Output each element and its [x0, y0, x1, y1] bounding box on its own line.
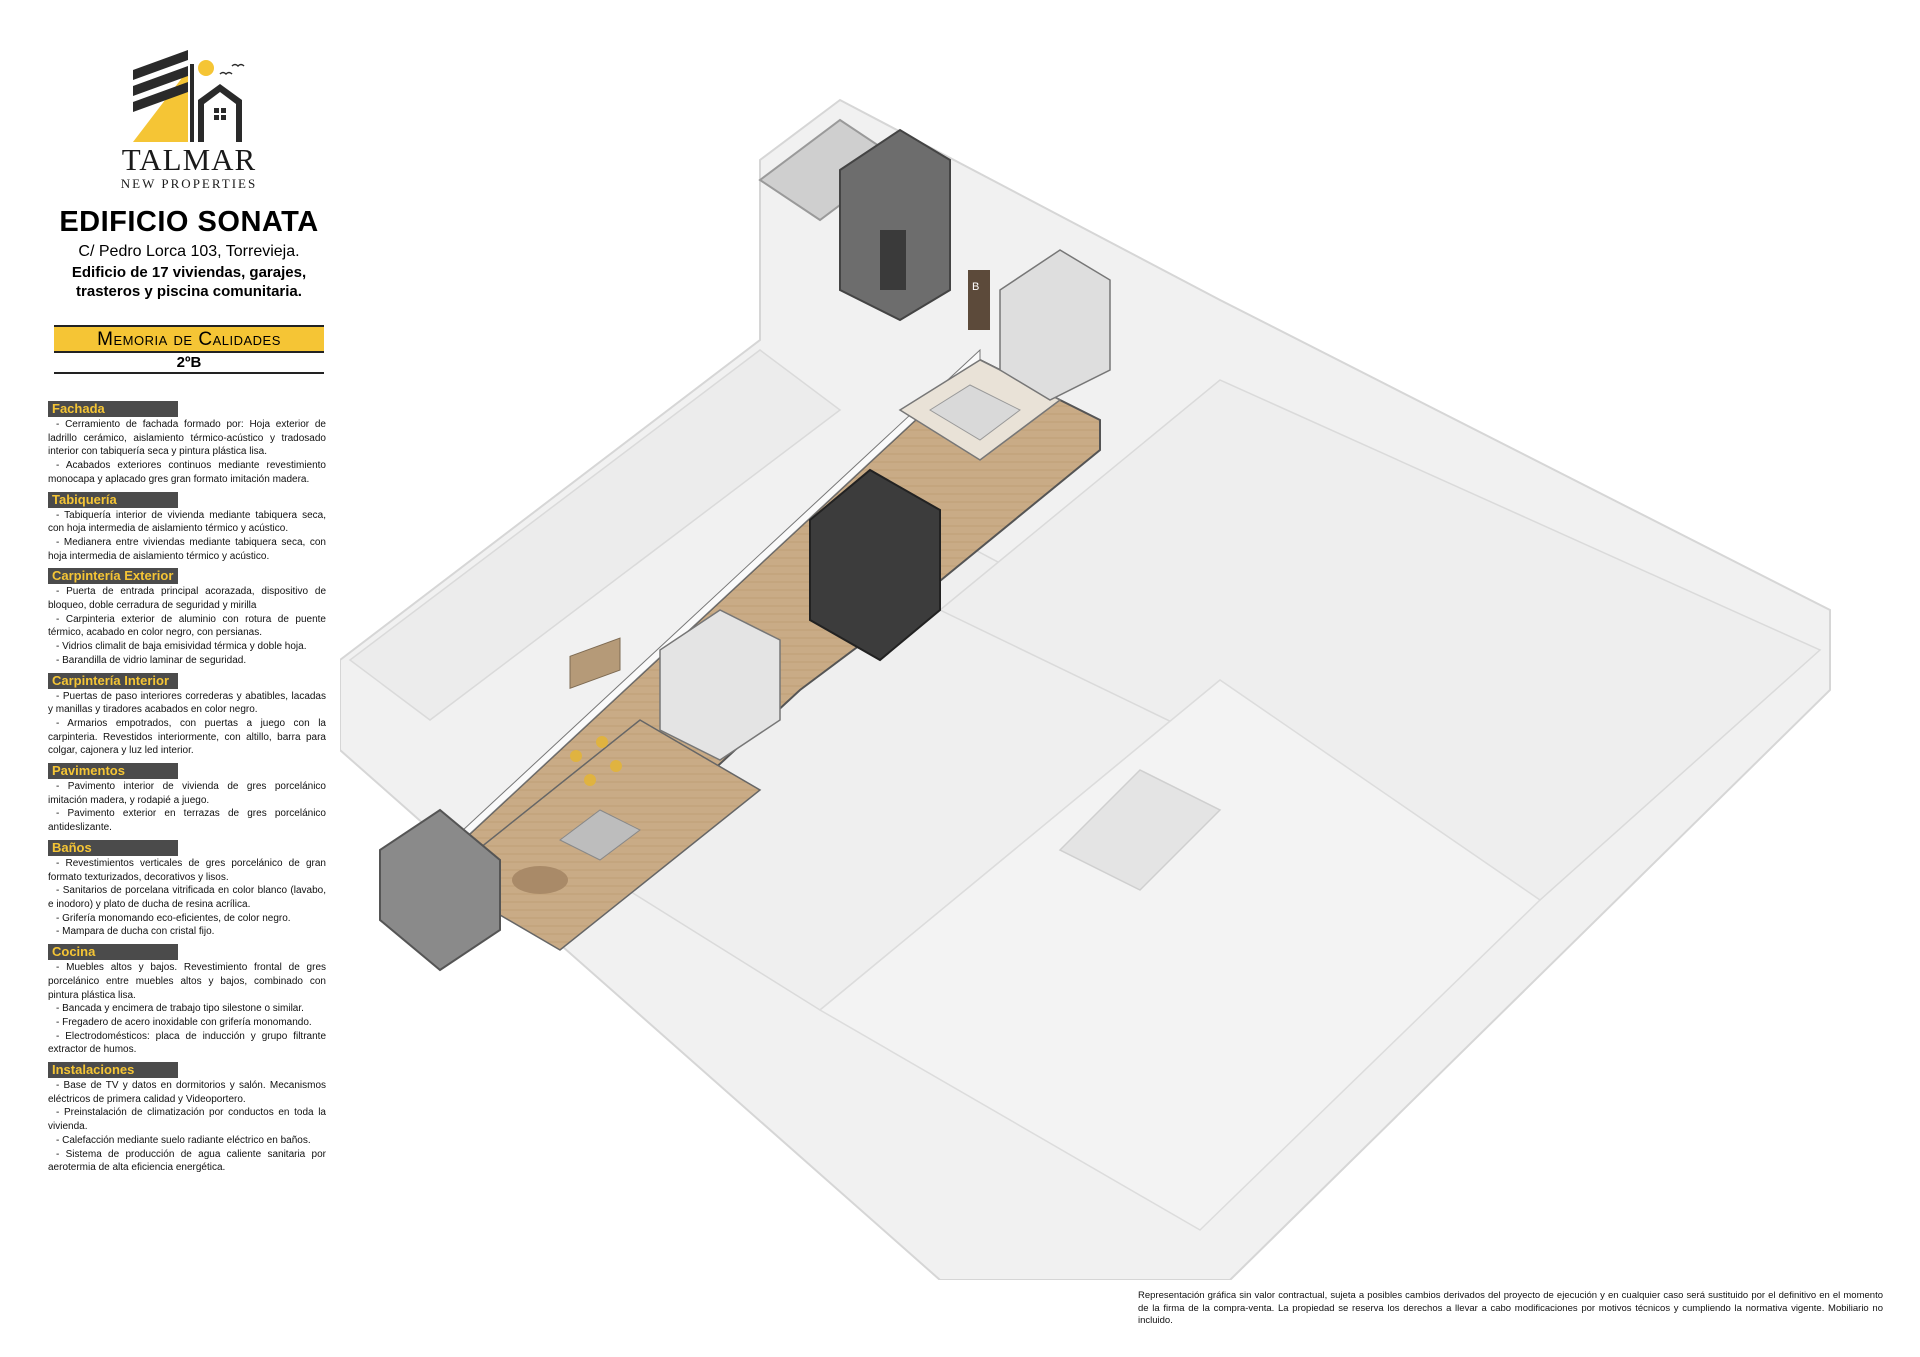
section-item: - Calefacción mediante suelo radiante el…	[56, 1134, 311, 1146]
section-title: Cocina	[48, 944, 178, 961]
section-banos: Baños - Revestimientos verticales de gre…	[48, 839, 326, 939]
lift-door	[880, 230, 906, 290]
section-item: - Mampara de ducha con cristal fijo.	[56, 926, 215, 938]
section-item: - Cerramiento de fachada formado por: Ho…	[48, 419, 326, 458]
section-item: - Tabiquería interior de vivienda median…	[48, 509, 326, 535]
brand-subtitle: NEW PROPERTIES	[120, 176, 258, 191]
section-item: - Fregadero de acero inoxidable con grif…	[56, 1016, 312, 1028]
section-tabiqueria: Tabiquería - Tabiquería interior de vivi…	[48, 491, 326, 564]
section-item: - Grifería monomando eco-eficientes, de …	[56, 912, 291, 924]
section-title: Carpintería Interior	[48, 672, 178, 689]
light-well-dark	[809, 468, 941, 662]
section-title: Tabiquería	[48, 491, 178, 508]
dining-chair	[570, 750, 582, 762]
section-item: - Barandilla de vidrio laminar de seguri…	[56, 654, 247, 666]
section-item: - Muebles altos y bajos. Revestimiento f…	[48, 962, 326, 1001]
section-title: Pavimentos	[48, 763, 178, 780]
section-title: Fachada	[48, 401, 178, 417]
section-title: Baños	[48, 839, 178, 856]
kitchen	[659, 609, 781, 761]
talmar-logo: TALMAR NEW PROPERTIES	[48, 50, 330, 200]
section-item: - Pavimento exterior en terrazas de gres…	[48, 808, 326, 834]
section-item: - Carpinteria exterior de aluminio con r…	[48, 613, 326, 639]
sidebar: TALMAR NEW PROPERTIES EDIFICIO SONATA C/…	[48, 50, 330, 1179]
section-item: - Acabados exteriores continuos mediante…	[48, 460, 326, 485]
memoria-title: Memoria de Calidades	[97, 329, 281, 350]
bed	[929, 384, 1021, 441]
building-description: Edificio de 17 viviendas, garajes, trast…	[48, 263, 330, 301]
section-cocina: Cocina - Muebles altos y bajos. Revestim…	[48, 943, 326, 1057]
unit-door-label: B	[972, 281, 979, 293]
building-description-line2: trasteros y piscina comunitaria.	[76, 283, 302, 300]
section-item: - Base de TV y datos en dormitorios y sa…	[48, 1080, 326, 1105]
section-item: - Revestimientos verticales de gres porc…	[48, 857, 326, 883]
building-logo-icon	[133, 50, 245, 142]
section-item: - Vidrios climalit de baja emisividad té…	[56, 641, 307, 653]
disclaimer: Representación gráfica sin valor contrac…	[1138, 1290, 1883, 1326]
quality-sections: Fachada - Cerramiento de fachada formado…	[48, 400, 326, 1175]
terrace	[379, 808, 501, 972]
section-item: - Sistema de producción de agua caliente…	[48, 1148, 326, 1174]
section-fachada: Fachada - Cerramiento de fachada formado…	[48, 400, 326, 487]
section-item: - Medianera entre viviendas mediante tab…	[48, 536, 326, 562]
section-item: - Bancada y encimera de trabajo tipo sil…	[56, 1003, 304, 1015]
coffee-table	[512, 866, 568, 894]
brand-name: TALMAR	[121, 142, 257, 177]
section-instalaciones: Instalaciones - Base de TV y datos en do…	[48, 1061, 326, 1175]
memoria-header: Memoria de Calidades 2ºB	[54, 325, 324, 374]
memoria-unit: 2ºB	[54, 351, 324, 372]
section-title: Instalaciones	[48, 1062, 178, 1079]
light-well-right	[1058, 769, 1222, 891]
dining-chair	[610, 760, 622, 772]
section-item: - Armarios empotrados, con puertas a jue…	[48, 717, 326, 757]
dining-chair	[584, 774, 596, 786]
section-carpinteria-interior: Carpintería Interior - Puertas de paso i…	[48, 672, 326, 759]
section-item: - Preinstalación de climatización por co…	[48, 1107, 326, 1133]
building-title: EDIFICIO SONATA	[59, 206, 319, 238]
bathroom	[999, 249, 1111, 401]
building-address: C/ Pedro Lorca 103, Torrevieja.	[78, 243, 300, 260]
section-title: Carpintería Exterior	[48, 568, 178, 585]
faded-apartment-lower-right	[818, 679, 1542, 1231]
section-item: - Electrodomésticos: placa de inducción …	[48, 1030, 326, 1056]
section-item: - Puertas de paso interiores correderas …	[48, 690, 326, 716]
lift-shaft	[839, 128, 951, 322]
section-item: - Sanitarios de porcelana vitrificada en…	[48, 885, 326, 910]
section-carpinteria-exterior: Carpintería Exterior - Puerta de entrada…	[48, 567, 326, 667]
entrance-door	[968, 270, 990, 330]
section-item: - Puerta de entrada principal acorazada,…	[48, 586, 326, 612]
isometric-floor-plan: B	[340, 98, 1831, 1280]
faded-apartment-left	[348, 349, 842, 721]
section-item: - Pavimento interior de vivienda de gres…	[48, 781, 326, 806]
dining-table	[569, 637, 621, 689]
dining-chair	[596, 736, 608, 748]
sofa	[559, 809, 641, 861]
building-description-line1: Edificio de 17 viviendas, garajes,	[71, 264, 307, 281]
section-pavimentos: Pavimentos - Pavimento interior de vivie…	[48, 762, 326, 835]
